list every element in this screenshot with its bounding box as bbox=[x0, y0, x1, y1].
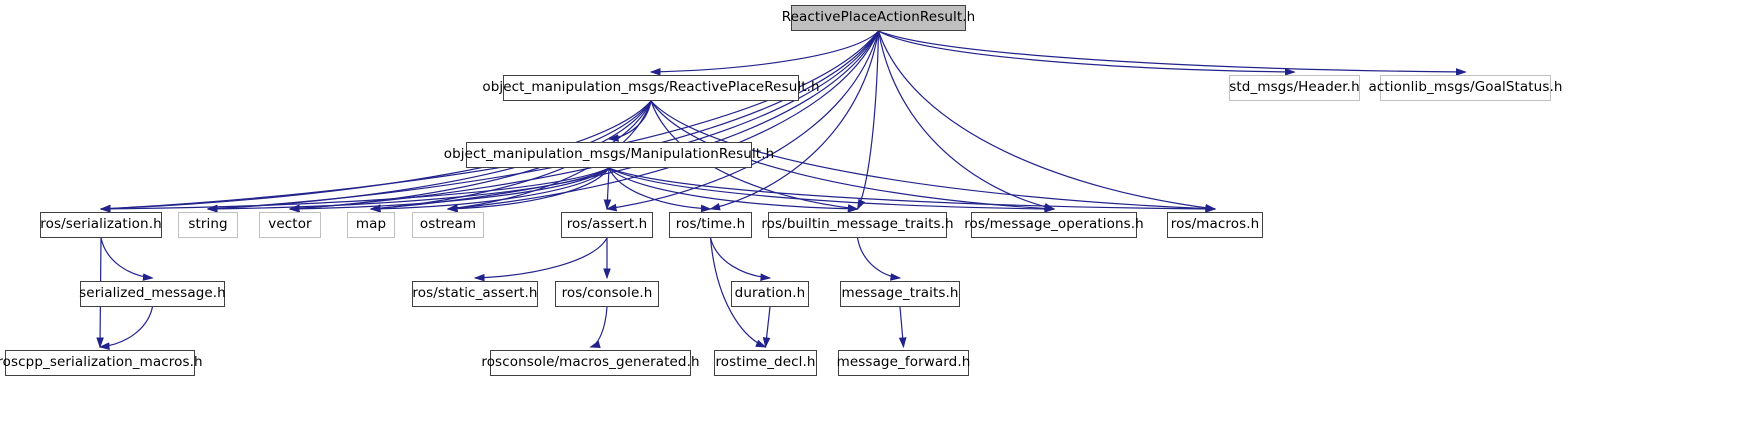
graph-node-console[interactable]: ros/console.h bbox=[555, 281, 659, 307]
graph-edge-root-to-goalstatus bbox=[878, 30, 1467, 76]
graph-edge-root-to-msg_operations bbox=[877, 30, 1056, 211]
graph-node-root[interactable]: ReactivePlaceActionResult.h bbox=[782, 5, 975, 31]
graph-node-label: actionlib_msgs/GoalStatus.h bbox=[1368, 79, 1563, 96]
graph-edge-manipresult-to-ostream bbox=[446, 167, 610, 213]
graph-edge-assert-to-static_assert bbox=[473, 237, 608, 282]
graph-node-label: string bbox=[188, 216, 228, 233]
graph-edge-root-to-ostream bbox=[446, 30, 880, 212]
graph-node-message_traits[interactable]: message_traits.h bbox=[840, 281, 960, 307]
graph-node-label: duration.h bbox=[734, 285, 806, 302]
graph-node-label: object_manipulation_msgs/ManipulationRes… bbox=[443, 146, 775, 163]
graph-node-label: rosconsole/macros_generated.h bbox=[481, 354, 700, 371]
graph-edge-message_traits-to-message_forward bbox=[898, 306, 907, 349]
graph-node-label: object_manipulation_msgs/ReactivePlaceRe… bbox=[482, 79, 820, 96]
graph-node-label: roscpp_serialization_macros.h bbox=[0, 354, 203, 371]
graph-node-label: message_forward.h bbox=[836, 354, 971, 371]
graph-edge-root-to-string bbox=[206, 30, 879, 213]
graph-node-label: ros/macros.h bbox=[1170, 216, 1260, 233]
graph-edge-reactiveplace-to-manipresult bbox=[607, 100, 652, 142]
graph-node-duration[interactable]: duration.h bbox=[731, 281, 809, 307]
graph-node-vector[interactable]: vector bbox=[259, 212, 321, 238]
graph-node-serialization[interactable]: ros/serialization.h bbox=[40, 212, 162, 238]
graph-edge-manipresult-to-builtin_traits bbox=[608, 167, 859, 213]
graph-node-label: ostream bbox=[419, 216, 477, 233]
graph-node-label: std_msgs/Header.h bbox=[1229, 79, 1360, 96]
graph-node-label: ros/message_operations.h bbox=[964, 216, 1144, 233]
graph-node-string[interactable]: string bbox=[178, 212, 238, 238]
graph-edge-root-to-time bbox=[709, 30, 880, 211]
graph-edge-root-to-assert bbox=[605, 30, 880, 212]
graph-node-label: ros/builtin_message_traits.h bbox=[761, 216, 954, 233]
graph-node-roscpp_ser_macros[interactable]: roscpp_serialization_macros.h bbox=[0, 350, 203, 376]
graph-node-macros[interactable]: ros/macros.h bbox=[1167, 212, 1263, 238]
graph-node-static_assert[interactable]: ros/static_assert.h bbox=[412, 281, 538, 307]
graph-edge-root-to-serialization bbox=[99, 30, 879, 213]
graph-edge-manipresult-to-macros bbox=[608, 167, 1217, 213]
graph-node-label: message_traits.h bbox=[841, 285, 959, 302]
graph-node-ostream[interactable]: ostream bbox=[412, 212, 484, 238]
graph-node-goalstatus[interactable]: actionlib_msgs/GoalStatus.h bbox=[1368, 75, 1562, 101]
graph-node-serialized_message[interactable]: serialized_message.h bbox=[79, 281, 226, 307]
graph-node-message_forward[interactable]: message_forward.h bbox=[837, 350, 970, 376]
graph-node-builtin_traits[interactable]: ros/builtin_message_traits.h bbox=[761, 212, 954, 238]
graph-edge-manipresult-to-map bbox=[369, 167, 610, 213]
graph-edge-root-to-macros bbox=[877, 30, 1217, 212]
graph-node-manipresult[interactable]: object_manipulation_msgs/ManipulationRes… bbox=[444, 142, 774, 168]
graph-edge-manipresult-to-serialization bbox=[99, 167, 610, 213]
graph-node-label: vector bbox=[268, 216, 312, 233]
graph-node-reactiveplace[interactable]: object_manipulation_msgs/ReactivePlaceRe… bbox=[482, 75, 820, 101]
graph-edge-serialization-to-serialized_message bbox=[100, 237, 154, 281]
graph-edge-manipresult-to-assert bbox=[603, 167, 612, 211]
graph-node-label: ros/serialization.h bbox=[40, 216, 162, 233]
graph-edge-root-to-reactiveplace bbox=[649, 30, 879, 76]
graph-node-label: serialized_message.h bbox=[79, 285, 226, 302]
graph-edge-duration-to-rostime_decl bbox=[762, 306, 771, 349]
graph-edge-time-to-duration bbox=[709, 237, 772, 282]
graph-edge-manipresult-to-msg_operations bbox=[608, 167, 1056, 213]
graph-node-label: ros/static_assert.h bbox=[412, 285, 538, 302]
graph-edge-manipresult-to-string bbox=[206, 167, 610, 213]
graph-edge-root-to-builtin_traits bbox=[856, 30, 880, 211]
graph-node-label: rostime_decl.h bbox=[715, 354, 816, 371]
graph-node-map[interactable]: map bbox=[347, 212, 395, 238]
graph-edge-root-to-map bbox=[369, 30, 880, 213]
graph-node-label: ros/assert.h bbox=[566, 216, 648, 233]
graph-edge-serialized_message-to-roscpp_ser_macros bbox=[98, 306, 154, 350]
graph-edge-console-to-macros_generated bbox=[589, 306, 608, 348]
graph-node-rostime_decl[interactable]: rostime_decl.h bbox=[714, 350, 817, 376]
graph-node-assert[interactable]: ros/assert.h bbox=[561, 212, 653, 238]
graph-node-msg_operations[interactable]: ros/message_operations.h bbox=[964, 212, 1144, 238]
graph-node-stdmsgs_header[interactable]: std_msgs/Header.h bbox=[1229, 75, 1360, 101]
graph-node-time[interactable]: ros/time.h bbox=[669, 212, 752, 238]
graph-edge-manipresult-to-vector bbox=[288, 167, 610, 213]
graph-node-label: ros/console.h bbox=[561, 285, 653, 302]
graph-node-label: ros/time.h bbox=[675, 216, 746, 233]
graph-edge-root-to-stdmsgs_header bbox=[878, 30, 1296, 76]
graph-edge-root-to-vector bbox=[288, 30, 880, 213]
graph-node-macros_generated[interactable]: rosconsole/macros_generated.h bbox=[481, 350, 700, 376]
graph-node-label: ReactivePlaceActionResult.h bbox=[781, 9, 976, 26]
graph-edge-manipresult-to-time bbox=[608, 167, 712, 213]
graph-edge-builtin_traits-to-message_traits bbox=[856, 237, 902, 281]
graph-node-label: map bbox=[355, 216, 387, 233]
